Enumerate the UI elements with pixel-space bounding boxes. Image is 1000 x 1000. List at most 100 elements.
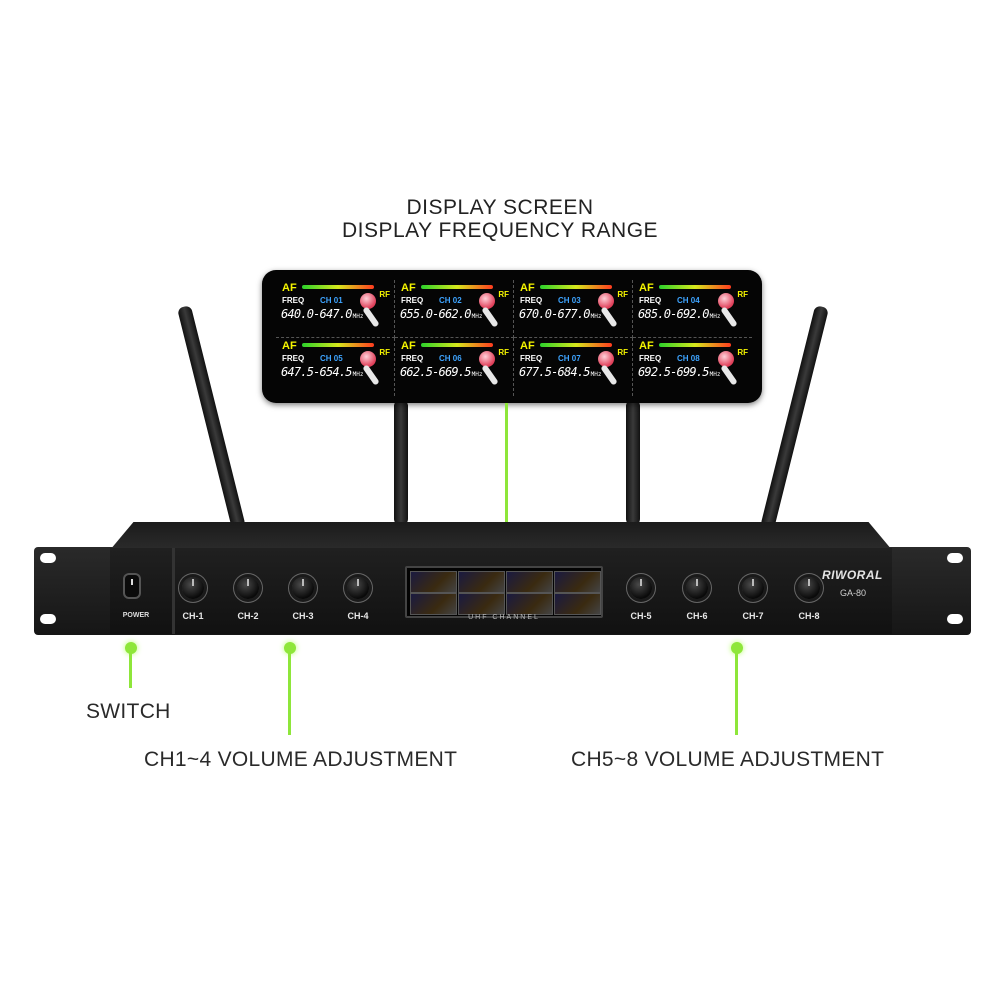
ch1-4-leader-dot xyxy=(284,642,296,654)
brand-logo: RIWORAL xyxy=(822,568,883,582)
unit-label: MHz xyxy=(352,371,364,378)
channel-label: CH 03 xyxy=(558,296,581,305)
knob-label: CH-8 xyxy=(798,611,820,621)
af-level-bar xyxy=(659,343,731,347)
title-display-screen: DISPLAY SCREEN xyxy=(406,196,594,219)
frequency-range: 692.5-699.5MHz xyxy=(638,365,721,379)
rack-hole-top-left xyxy=(40,553,56,563)
knob-label: CH-5 xyxy=(630,611,652,621)
antenna-right-outer xyxy=(760,305,829,530)
af-label: AF xyxy=(401,282,416,294)
volume-knob-ch3[interactable] xyxy=(292,577,314,599)
freq-label: FREQ xyxy=(401,354,424,363)
knob-label: CH-4 xyxy=(347,611,369,621)
channel-label: CH 07 xyxy=(558,354,581,363)
unit-label: MHz xyxy=(471,313,483,320)
freq-label: FREQ xyxy=(639,296,662,305)
receiver-display xyxy=(405,566,603,618)
channel-label: CH 01 xyxy=(320,296,343,305)
mini-cell xyxy=(458,571,505,593)
microphone-icon xyxy=(358,350,382,388)
af-level-bar xyxy=(540,343,612,347)
microphone-icon xyxy=(477,292,501,330)
power-switch[interactable] xyxy=(125,575,139,597)
af-level-bar xyxy=(421,285,493,289)
rf-label: RF xyxy=(498,290,509,299)
volume-knob-ch1[interactable] xyxy=(182,577,204,599)
switch-leader-line xyxy=(129,650,132,688)
volume-knob-ch2[interactable] xyxy=(237,577,259,599)
ch1-4-leader-line xyxy=(288,650,291,735)
microphone-icon xyxy=(358,292,382,330)
display-leader-line xyxy=(505,403,508,545)
channel-label: CH 02 xyxy=(439,296,462,305)
knob-label: CH-6 xyxy=(686,611,708,621)
channel-label: CH 05 xyxy=(320,354,343,363)
antenna-right-inner xyxy=(626,400,640,525)
power-label: POWER xyxy=(122,612,150,619)
frequency-range: 655.0-662.0MHz xyxy=(400,307,483,321)
af-level-bar xyxy=(302,285,374,289)
mini-cell xyxy=(506,571,553,593)
volume-knob-ch6[interactable] xyxy=(686,577,708,599)
microphone-icon xyxy=(477,350,501,388)
af-level-bar xyxy=(540,285,612,289)
mini-cell xyxy=(458,593,505,615)
volume-knob-ch7[interactable] xyxy=(742,577,764,599)
title-frequency-range: DISPLAY FREQUENCY RANGE xyxy=(341,219,659,242)
unit-label: MHz xyxy=(471,371,483,378)
volume-knob-ch5[interactable] xyxy=(630,577,652,599)
freq-label: FREQ xyxy=(520,354,543,363)
unit-label: MHz xyxy=(709,313,721,320)
model-number: GA-80 xyxy=(840,588,867,598)
callout-ch1-4: CH1~4 VOLUME ADJUSTMENT xyxy=(144,748,458,771)
mini-cell xyxy=(506,593,553,615)
channel-label: CH 06 xyxy=(439,354,462,363)
ch5-8-leader-line xyxy=(735,650,738,735)
microphone-icon xyxy=(596,292,620,330)
volume-knob-ch4[interactable] xyxy=(347,577,369,599)
freq-label: FREQ xyxy=(401,296,424,305)
af-level-bar xyxy=(659,285,731,289)
panel-divider xyxy=(172,548,175,634)
channel-label: CH 08 xyxy=(677,354,700,363)
switch-leader-dot xyxy=(125,642,137,654)
mini-cell xyxy=(554,571,601,593)
microphone-icon xyxy=(596,350,620,388)
microphone-icon xyxy=(716,350,740,388)
knob-label: CH-3 xyxy=(292,611,314,621)
rf-label: RF xyxy=(737,290,748,299)
freq-label: FREQ xyxy=(520,296,543,305)
freq-label: FREQ xyxy=(282,354,305,363)
af-label: AF xyxy=(639,282,654,294)
af-label: AF xyxy=(639,340,654,352)
callout-ch5-8: CH5~8 VOLUME ADJUSTMENT xyxy=(571,748,885,771)
af-label: AF xyxy=(520,282,535,294)
screen-caption: UHF CHANNEL xyxy=(468,614,540,621)
mini-cell xyxy=(410,593,457,615)
af-label: AF xyxy=(282,340,297,352)
frequency-range: 647.5-654.5MHz xyxy=(281,365,364,379)
ch5-8-leader-dot xyxy=(731,642,743,654)
unit-label: MHz xyxy=(590,313,602,320)
display-channel-cell: AF FREQ CH 02 RF 655.0-662.0MHz xyxy=(395,280,514,338)
rack-hole-bottom-right xyxy=(947,614,963,624)
af-label: AF xyxy=(520,340,535,352)
antenna-left-outer xyxy=(177,305,246,530)
af-label: AF xyxy=(401,340,416,352)
antenna-left-inner xyxy=(394,400,408,525)
knob-label: CH-2 xyxy=(237,611,259,621)
freq-label: FREQ xyxy=(639,354,662,363)
receiver-top xyxy=(110,522,892,550)
volume-knob-ch8[interactable] xyxy=(798,577,820,599)
frequency-range: 677.5-684.5MHz xyxy=(519,365,602,379)
mini-cell xyxy=(410,571,457,593)
unit-label: MHz xyxy=(590,371,602,378)
